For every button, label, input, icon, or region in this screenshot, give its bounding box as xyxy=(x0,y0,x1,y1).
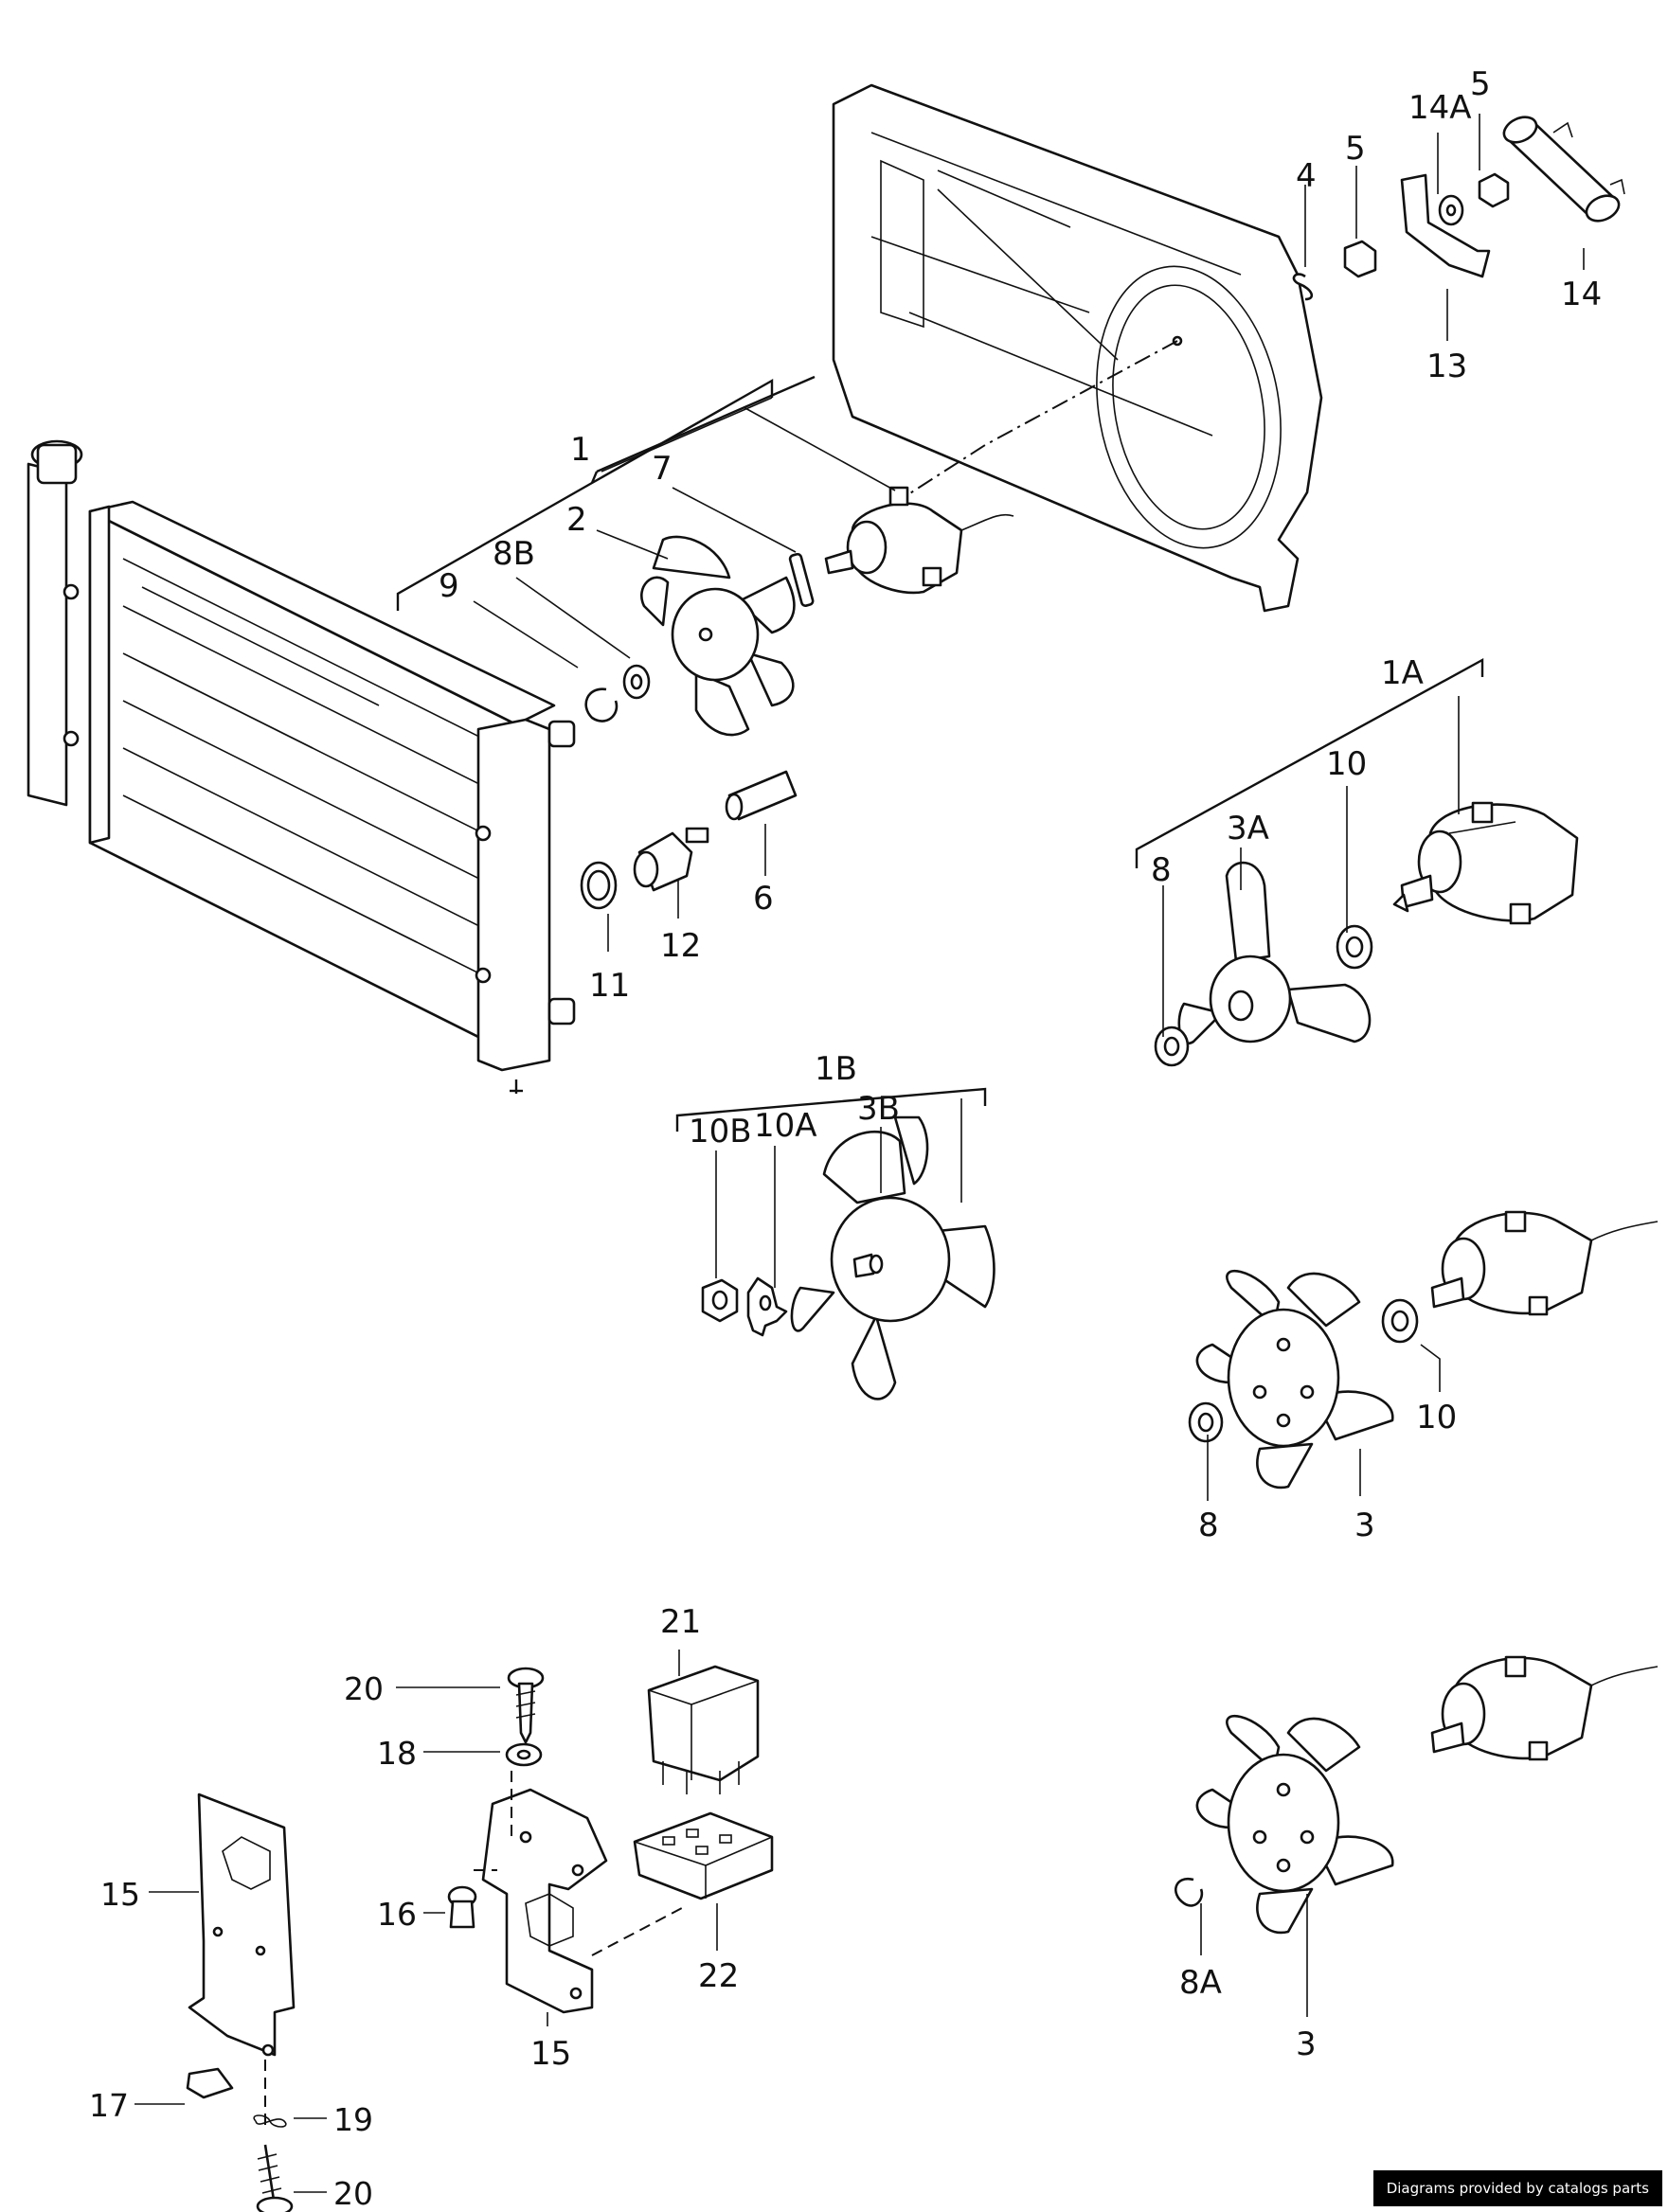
callout-11: 11 xyxy=(589,967,630,1005)
fan-shroud xyxy=(832,83,1323,613)
callout-9: 9 xyxy=(439,567,459,605)
callout-1B: 1B xyxy=(815,1050,857,1088)
clip-9 xyxy=(584,687,619,722)
callout-16: 16 xyxy=(377,1896,417,1933)
nut-10-1A xyxy=(1336,924,1373,970)
spring-19 xyxy=(253,2114,287,2128)
fan-3-mid xyxy=(1195,1269,1394,1490)
callout-20-bottom: 20 xyxy=(333,2175,373,2212)
callout-14: 14 xyxy=(1561,276,1602,313)
clip-16 xyxy=(447,1885,477,1929)
pin-7 xyxy=(788,552,815,607)
callout-19: 19 xyxy=(333,2101,373,2138)
callout-15-right: 15 xyxy=(530,2035,571,2073)
callout-8-1A: 8 xyxy=(1151,851,1172,889)
seal-ring-11 xyxy=(580,861,618,910)
nut-5b xyxy=(1478,172,1510,208)
screw-20-top xyxy=(507,1667,545,1744)
callout-5b: 5 xyxy=(1470,65,1491,103)
fan-motor-bottom xyxy=(1430,1655,1659,1761)
washer-8B xyxy=(622,664,651,700)
fan-motor-1A xyxy=(1392,801,1579,925)
washer-10A xyxy=(746,1276,788,1337)
callout-8-mid: 8 xyxy=(1198,1507,1219,1544)
fan-3-bottom xyxy=(1195,1714,1394,1935)
fan-motor-mid xyxy=(1430,1210,1659,1316)
washer-18 xyxy=(505,1742,543,1767)
fan-3A xyxy=(1177,861,1372,1045)
callout-20-top: 20 xyxy=(344,1670,384,1707)
clip-8A xyxy=(1175,1877,1204,1907)
clip-17 xyxy=(186,2067,234,2099)
bracket-13 xyxy=(1400,173,1491,278)
callout-2: 2 xyxy=(566,501,587,539)
callout-10B: 10B xyxy=(689,1113,752,1151)
sensor-6 xyxy=(725,770,798,821)
nut-5a xyxy=(1343,240,1377,278)
washer-8-mid xyxy=(1188,1401,1224,1443)
callout-1A: 1A xyxy=(1381,654,1424,692)
callout-12: 12 xyxy=(660,927,701,965)
callout-1: 1 xyxy=(570,431,591,469)
resistor-14 xyxy=(1502,116,1625,223)
callout-3-bottom: 3 xyxy=(1296,2025,1317,2063)
callout-8B: 8B xyxy=(493,535,535,573)
thermo-switch-12 xyxy=(633,827,709,892)
credit-badge: Diagrams provided by catalogs parts xyxy=(1372,2170,1662,2206)
callout-5a: 5 xyxy=(1345,130,1366,168)
callout-14A: 14A xyxy=(1408,89,1472,127)
fan-3B xyxy=(790,1115,995,1400)
callout-15-left: 15 xyxy=(100,1876,140,1913)
callout-3B: 3B xyxy=(857,1090,900,1128)
bracket-15-left xyxy=(188,1793,296,2057)
callout-10A: 10A xyxy=(754,1107,817,1145)
callout-17: 17 xyxy=(89,2087,129,2124)
radiator xyxy=(27,439,576,1094)
callout-4: 4 xyxy=(1296,157,1317,195)
callout-7: 7 xyxy=(652,450,673,488)
fan-blade-2 xyxy=(640,535,796,737)
callout-18: 18 xyxy=(377,1735,417,1772)
nut-10B xyxy=(701,1278,739,1323)
fan-motor xyxy=(824,486,1014,595)
relay-21 xyxy=(647,1665,760,1794)
callout-13: 13 xyxy=(1426,348,1467,385)
group-bracket-1A xyxy=(1135,657,1484,868)
nut-10-mid xyxy=(1381,1298,1419,1344)
washer-14A xyxy=(1438,194,1464,226)
callout-8A: 8A xyxy=(1179,1964,1222,2002)
group-bracket-1B xyxy=(675,1087,987,1132)
relay-base-22 xyxy=(633,1811,774,1900)
washer-8-1A xyxy=(1154,1026,1190,1067)
callout-6: 6 xyxy=(753,880,774,918)
callout-10-1A: 10 xyxy=(1326,745,1367,783)
callout-21: 21 xyxy=(660,1603,701,1641)
screw-20-bottom xyxy=(256,2144,294,2212)
callout-3-mid: 3 xyxy=(1354,1507,1375,1544)
callout-3A: 3A xyxy=(1227,810,1269,847)
clip-4 xyxy=(1292,273,1314,301)
bracket-15-right xyxy=(481,1788,608,2014)
callout-22: 22 xyxy=(698,1957,739,1995)
callout-10-mid: 10 xyxy=(1416,1399,1457,1436)
